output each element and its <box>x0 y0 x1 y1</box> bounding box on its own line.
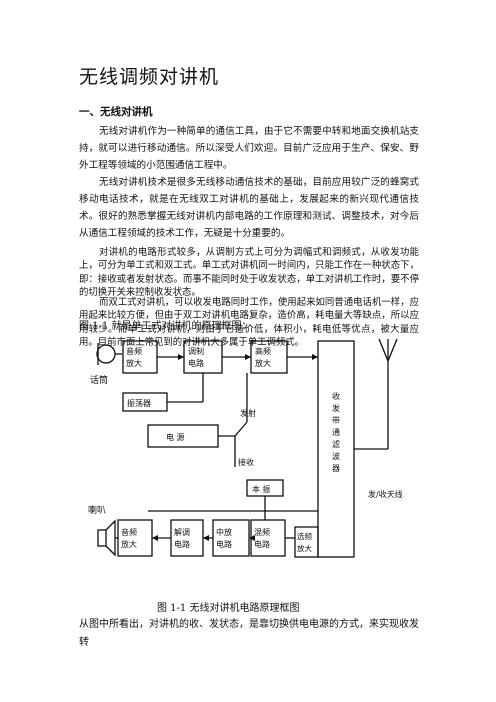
if-label-2: 电路 <box>216 539 232 549</box>
select-amp-label-2: 放大 <box>297 543 312 553</box>
paragraph-3: 对讲机的电路形式较多，从调制方式上可分为调幅式和调频式，从收发功能上，可分为单工… <box>79 247 419 299</box>
demod-box <box>170 519 204 557</box>
rf-amp-label: 高频 <box>255 346 271 356</box>
audio-amp-tx-label: 音频 <box>126 346 142 356</box>
audio-amp-tx-label-2: 放大 <box>126 358 142 368</box>
document-title: 无线调频对讲机 <box>79 66 220 88</box>
duplexer-char-6: 波 <box>332 451 340 461</box>
modulator-label: 调制 <box>188 346 204 356</box>
paragraph-4: 而双工式对讲机，可以收发电路同时工作，使用起来如同普通电话机一样，应用起来比较方… <box>79 297 419 349</box>
demod-label-2: 电路 <box>174 539 190 549</box>
select-amp-box <box>294 526 319 558</box>
block-diagram-svg: 话筒 喇叭 音频 放大 调制 电路 高频 放大 振荡器 电 源 发射 接收 本 … <box>88 338 403 558</box>
audio-amp-rx-label-2: 放大 <box>121 539 137 549</box>
mixer-label: 混频 <box>254 527 270 537</box>
rf-amp-label-2: 放大 <box>255 358 271 368</box>
if-box <box>212 519 250 557</box>
paragraph-1: 无线对讲机作为一种简单的通信工具，由于它不需要中转和地面交换机站支持，就可以进行… <box>79 126 419 171</box>
paragraph-2: 无线对讲机技术是很多无线移动通信技术的基础，目前应用较广泛的蜂窝式移动电话技术，… <box>79 177 419 239</box>
audio-amp-rx-box <box>117 519 153 557</box>
duplexer-char-7: 器 <box>332 464 340 473</box>
figure-caption: 图 1-1 无线对讲机电路原理框图 <box>157 603 300 614</box>
transmit-label: 发射 <box>240 408 256 418</box>
oscillator-label: 振荡器 <box>127 398 151 408</box>
select-amp-label: 选频 <box>297 531 312 541</box>
duplexer-box <box>317 340 355 558</box>
antenna-label: 发/收天线 <box>368 489 403 499</box>
section-heading: 一、无线对讲机 <box>79 106 153 118</box>
local-osc-label: 本 振 <box>252 484 271 494</box>
speaker-icon <box>97 529 107 547</box>
speaker-label: 喇叭 <box>88 504 106 516</box>
antenna-icon <box>378 338 398 363</box>
mixer-box <box>250 519 286 557</box>
figure-intro: 图 1-1 就是单工式对讲机的原理框图： <box>79 321 252 332</box>
duplexer-char-5: 滤 <box>332 439 340 449</box>
tail-paragraph: 从图中所看出，对讲机的收、发状态，是靠切换供电电源的方式，来实现收发转 <box>79 619 419 648</box>
modulator-label-2: 电路 <box>188 358 204 368</box>
duplexer-char-4: 通 <box>332 427 340 437</box>
duplexer-char-2: 发 <box>332 403 340 413</box>
demod-label: 解调 <box>174 527 190 537</box>
if-label: 中放 <box>216 527 232 537</box>
duplexer-char-1: 收 <box>332 391 340 401</box>
duplexer-char-3: 带 <box>332 416 340 425</box>
mic-label: 话筒 <box>90 374 108 386</box>
audio-amp-rx-label: 音频 <box>121 527 137 537</box>
power-label: 电 源 <box>166 432 185 442</box>
mixer-label-2: 电路 <box>254 539 270 549</box>
block-diagram: 话筒 喇叭 音频 放大 调制 电路 高频 放大 振荡器 电 源 发射 接收 本 … <box>88 337 418 585</box>
receive-label: 接收 <box>238 457 254 467</box>
